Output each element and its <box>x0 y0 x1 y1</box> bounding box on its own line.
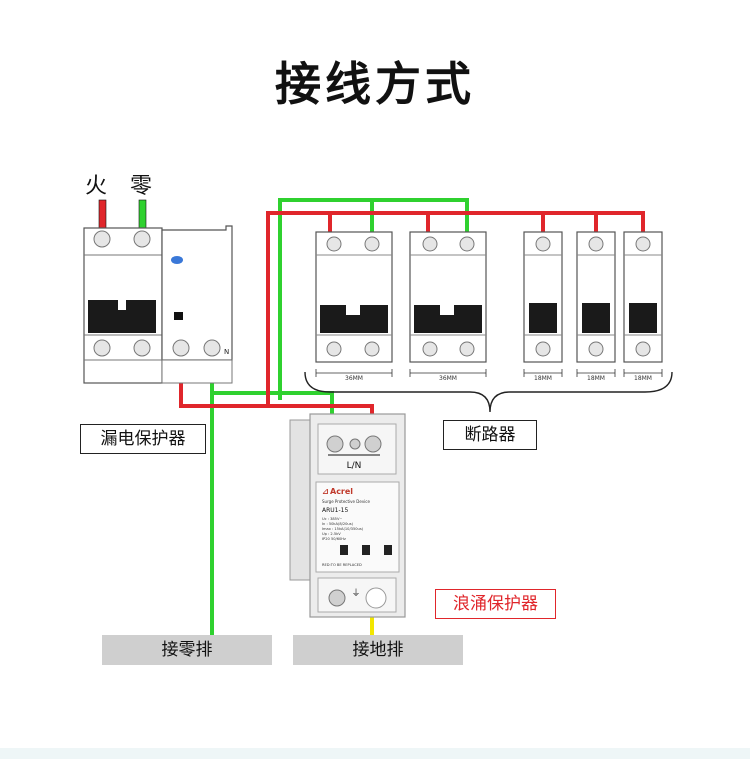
dim-label-3: 18MM <box>534 375 552 382</box>
breaker-1p-1 <box>523 231 563 363</box>
rcd-label: 漏电保护器 <box>80 424 206 454</box>
breaker-brace <box>304 371 673 413</box>
rcd-n-terminal-label: N <box>224 348 229 356</box>
spd-spec-2: In : 50kA(8/20us) <box>322 522 354 526</box>
page-title: 接线方式 <box>275 57 475 111</box>
dimension-lines <box>315 369 663 377</box>
spd-device: L/N ⊿ Acrel Surge Protective Device ARU1… <box>289 413 406 618</box>
breaker-1p-2 <box>576 231 616 363</box>
spd-subtitle: Surge Protective Device <box>322 499 370 504</box>
live-wire-bus <box>266 211 645 406</box>
spd-replace-note: RED:TO BE REPLACED <box>322 563 362 567</box>
breaker-2p-1 <box>315 231 393 363</box>
spd-label: 浪涌保护器 <box>435 589 556 619</box>
breaker-2p-2 <box>409 231 487 363</box>
spd-spec-3: Imax : 15kA(10/350us) <box>322 527 364 531</box>
rcd-device: N <box>83 225 233 384</box>
neutral-label: 零 <box>130 174 153 199</box>
breaker-1p-3 <box>623 231 663 363</box>
live-label: 火 <box>85 174 108 199</box>
spd-brand: Acrel <box>330 487 353 496</box>
dim-label-2: 36MM <box>439 375 457 382</box>
dim-label-5: 18MM <box>634 375 652 382</box>
dim-label-4: 18MM <box>587 375 605 382</box>
dim-label-1: 36MM <box>345 375 363 382</box>
ground-bar: 接地排 <box>293 635 463 665</box>
ground-symbol-icon: ⏚ <box>351 588 360 599</box>
spd-model: ARU1-15 <box>322 507 348 514</box>
spd-terminal-label: L/N <box>347 461 362 471</box>
svg-text:⊿: ⊿ <box>322 487 329 496</box>
breakers-label: 断路器 <box>443 420 537 450</box>
neutral-bar: 接零排 <box>102 635 272 665</box>
spd-spec-5: IP20 50/60Hz <box>322 537 346 541</box>
spd-spec-4: Up : 2.5kV <box>322 532 341 536</box>
bottom-strip <box>0 748 750 759</box>
spd-spec-1: Uc : 385V~ <box>322 517 342 521</box>
